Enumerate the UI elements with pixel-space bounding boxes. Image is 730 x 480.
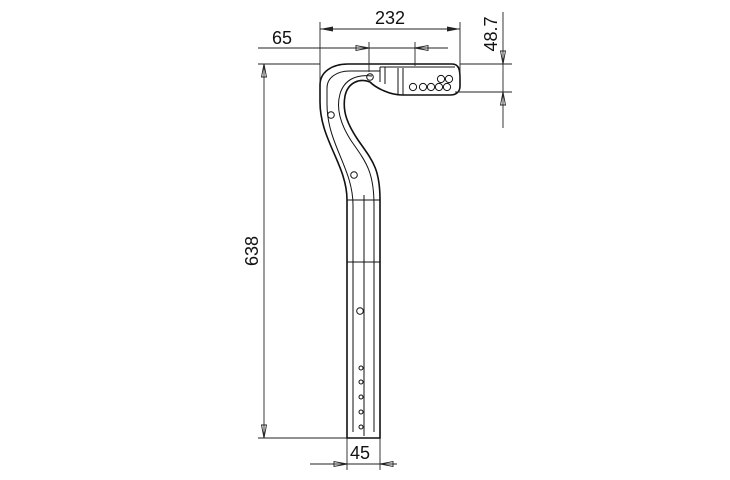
seatpost-inner-contour-2: [338, 75, 375, 432]
arrowhead: [320, 26, 333, 32]
dimension-label-tube-width: 45: [350, 443, 370, 463]
dimension-label-total-height: 638: [242, 236, 262, 266]
clamp-block: [379, 67, 404, 95]
dimension-tube-width: 45: [310, 438, 397, 470]
rail-hole: [426, 82, 436, 92]
arrowhead: [333, 460, 348, 468]
seatpost-inner-contour: [326, 70, 380, 432]
adjust-hole: [358, 379, 364, 385]
arrowhead: [355, 44, 370, 52]
adjust-hole: [358, 409, 364, 415]
arrowhead: [414, 44, 429, 52]
bolt-hole: [327, 111, 335, 119]
adjust-hole: [358, 424, 364, 430]
dimension-label-head-height: 48.7: [481, 16, 501, 51]
arrowhead: [499, 91, 507, 106]
arrowhead: [379, 460, 394, 468]
rail-hole: [408, 82, 418, 92]
seatpost-part: [319, 63, 461, 439]
dimension-total-height: 638: [242, 63, 347, 439]
adjust-hole: [358, 394, 364, 400]
dimension-label-top-width: 232: [375, 8, 405, 28]
dimension-head-height: 48.7: [455, 12, 512, 128]
rail-hole: [442, 82, 452, 92]
rail-hole: [436, 74, 446, 84]
arrowhead: [260, 63, 268, 78]
bolt-holes: [327, 73, 454, 430]
arrowhead: [447, 26, 460, 32]
arrowhead: [499, 50, 507, 65]
dimension-offset: 65: [258, 28, 448, 72]
seatpost-outer-outline: [319, 63, 461, 439]
rail-hole: [434, 82, 444, 92]
dimension-label-offset: 65: [272, 28, 292, 48]
dimension-top-width: 232: [319, 8, 461, 84]
rail-hole: [418, 82, 428, 92]
rail-hole: [444, 74, 454, 84]
bolt-hole: [356, 307, 364, 315]
adjust-hole: [358, 365, 364, 371]
bolt-hole: [350, 171, 358, 179]
bolt-hole: [366, 73, 374, 81]
arrowhead: [260, 424, 268, 439]
